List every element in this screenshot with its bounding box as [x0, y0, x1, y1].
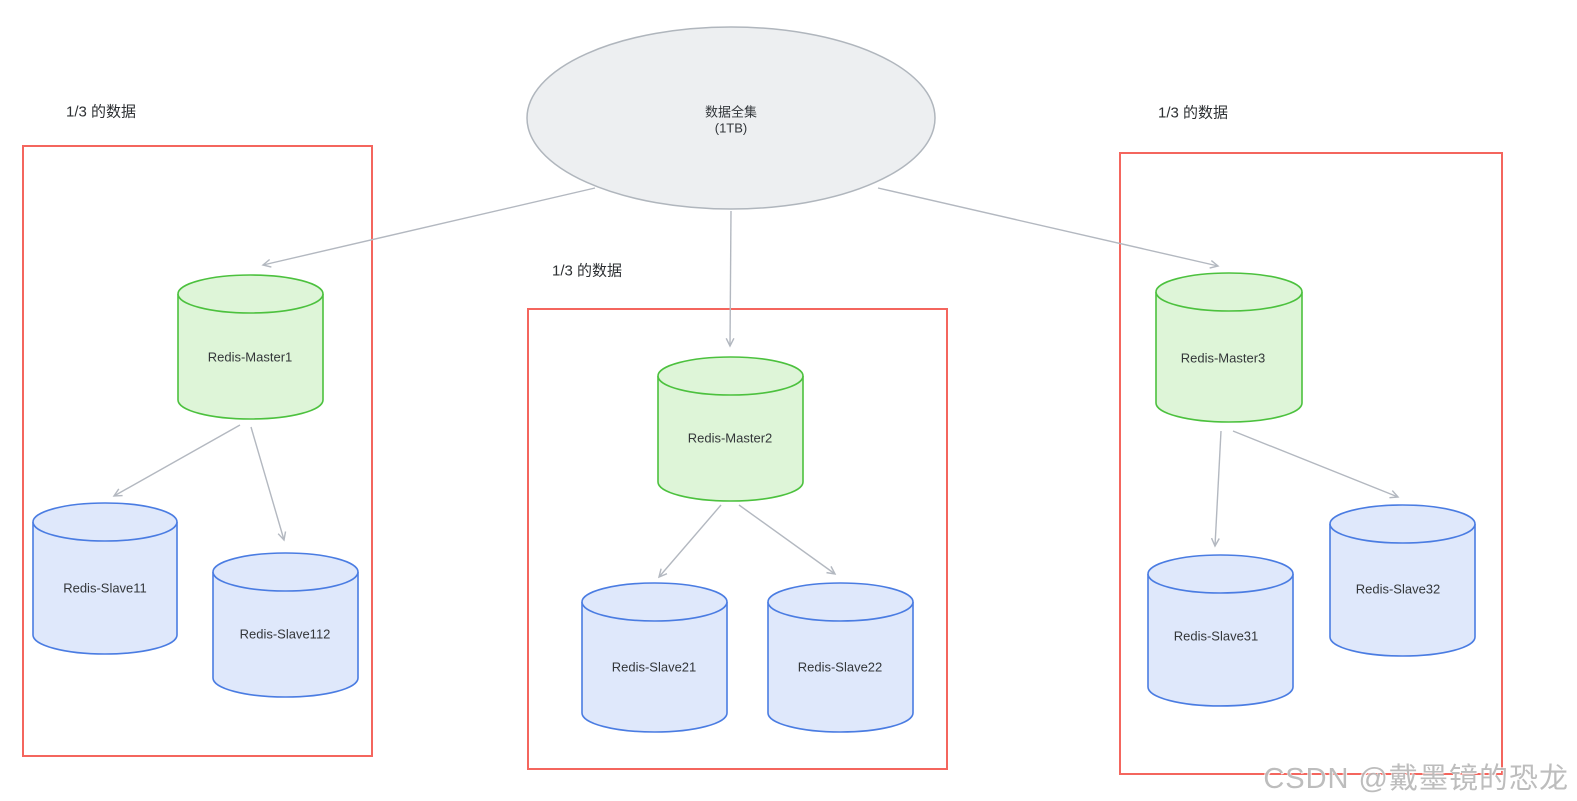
master3-label: Redis-Master3	[1180, 350, 1266, 366]
slave112-label: Redis-Slave112	[239, 626, 331, 642]
slave31-label: Redis-Slave31	[1173, 628, 1259, 644]
slave22-label: Redis-Slave22	[797, 659, 883, 675]
shard1-section-label: 1/3 的数据	[65, 103, 137, 121]
master1-label: Redis-Master1	[207, 349, 293, 365]
slave32-label: Redis-Slave32	[1355, 581, 1441, 597]
master2-cylinder	[657, 356, 804, 502]
shard2-section-label: 1/3 的数据	[551, 262, 623, 280]
arrow-master2-to-slave22	[738, 504, 837, 575]
slave11-cylinder	[32, 502, 178, 655]
arrow-master1-to-slave112	[250, 426, 287, 542]
slave31-cylinder	[1147, 554, 1294, 707]
slave21-cylinder	[581, 582, 728, 733]
slave112-cylinder	[212, 552, 359, 698]
master1-cylinder	[177, 274, 324, 420]
arrow-master1-to-slave11	[112, 424, 241, 497]
shard1-group-box	[22, 145, 373, 757]
dataset-title: 数据全集	[704, 104, 758, 120]
shard3-section-label: 1/3 的数据	[1157, 104, 1229, 122]
shard3-group-box	[1119, 152, 1503, 775]
slave32-cylinder	[1329, 504, 1476, 657]
arrows	[112, 187, 1400, 579]
arrow-master2-to-slave21	[657, 504, 722, 579]
dataset-subtitle: (1TB)	[714, 120, 748, 136]
shard2-group-box	[527, 308, 948, 770]
slave22-cylinder	[767, 582, 914, 733]
arrow-dataset-to-master1	[261, 187, 596, 268]
slave11-label: Redis-Slave11	[63, 580, 147, 596]
arrow-dataset-to-master2	[725, 210, 735, 348]
master3-cylinder	[1155, 272, 1303, 423]
arrow-master3-to-slave32	[1232, 430, 1400, 499]
watermark: CSDN @戴墨镜的恐龙	[1263, 763, 1569, 795]
master2-label: Redis-Master2	[687, 430, 773, 446]
dataset-ellipse	[526, 26, 936, 210]
slave21-label: Redis-Slave21	[611, 659, 697, 675]
arrow-master3-to-slave31	[1210, 430, 1222, 548]
arrow-dataset-to-master3	[877, 187, 1220, 269]
